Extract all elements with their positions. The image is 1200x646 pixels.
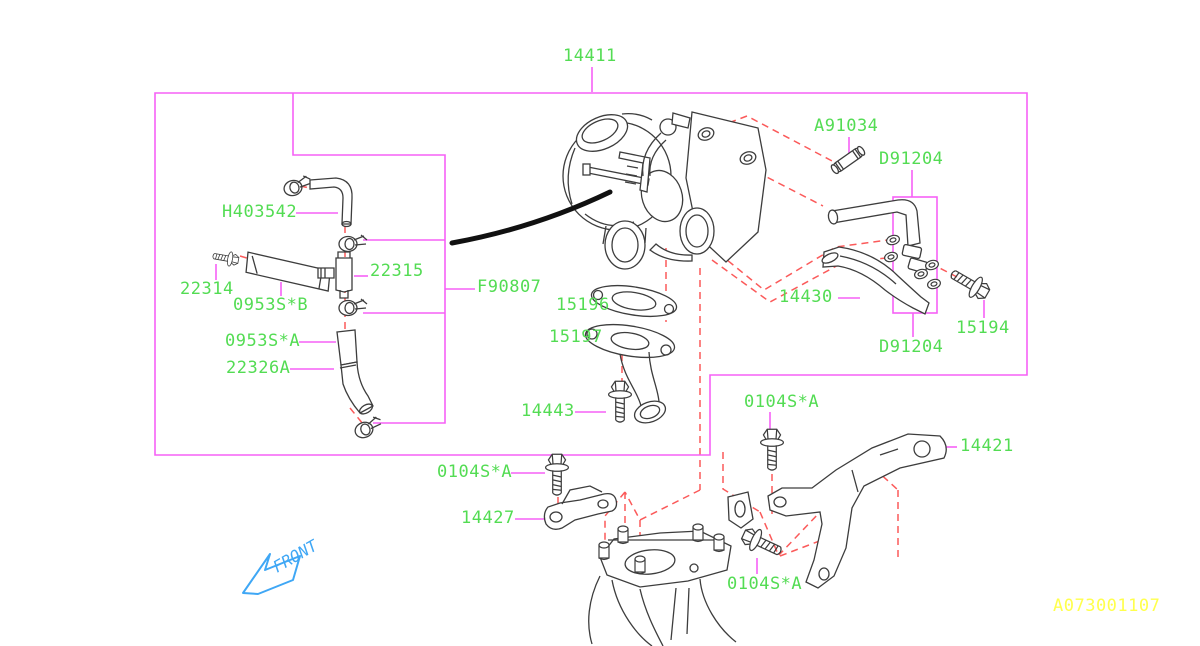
part-label-0104s-a[interactable]: 0104S*A [744,392,820,412]
part-label-h403542[interactable]: H403542 [222,202,298,222]
emphasis-swoosh [449,189,613,246]
part-label-22315[interactable]: 22315 [370,261,424,281]
vacuum-hose-assembly-drawing [211,173,386,441]
front-arrow-icon [242,553,301,595]
part-label-0104s-a[interactable]: 0104S*A [437,462,513,482]
part-label-22326a[interactable]: 22326A [226,358,291,378]
main-assembly-box [154,92,1028,456]
part-label-22314[interactable]: 22314 [180,279,234,299]
part-label-14427[interactable]: 14427 [461,508,515,528]
exhaust-manifold-drawing [588,491,754,646]
part-label-14443[interactable]: 14443 [521,401,575,421]
part-label-14421[interactable]: 14421 [960,436,1014,456]
part-label-d91204[interactable]: D91204 [879,337,944,357]
part-label-f90807[interactable]: F90807 [477,277,542,297]
water-pipe-drawing [821,199,943,315]
part-label-15196[interactable]: 15196 [556,295,610,315]
bracket-14427-drawing [543,485,618,530]
part-label-d91204[interactable]: D91204 [879,149,944,169]
callout-lines [154,67,1028,574]
part-label-14430[interactable]: 14430 [779,287,833,307]
part-label-15197[interactable]: 15197 [549,327,603,347]
part-label-a91034[interactable]: A91034 [814,116,879,136]
part-label-0953s-a[interactable]: 0953S*A [225,331,301,351]
bracket-14421-drawing [767,433,947,589]
part-label-14411[interactable]: 14411 [563,46,617,66]
hose-assembly-box [292,93,446,424]
diagram-code-label: A073001107 [1053,596,1161,616]
part-label-0953s-b[interactable]: 0953S*B [233,295,309,315]
part-label-0104s-a[interactable]: 0104S*A [727,574,803,594]
part-label-15194[interactable]: 15194 [956,318,1010,338]
oil-return-pipe-drawing [584,284,678,424]
